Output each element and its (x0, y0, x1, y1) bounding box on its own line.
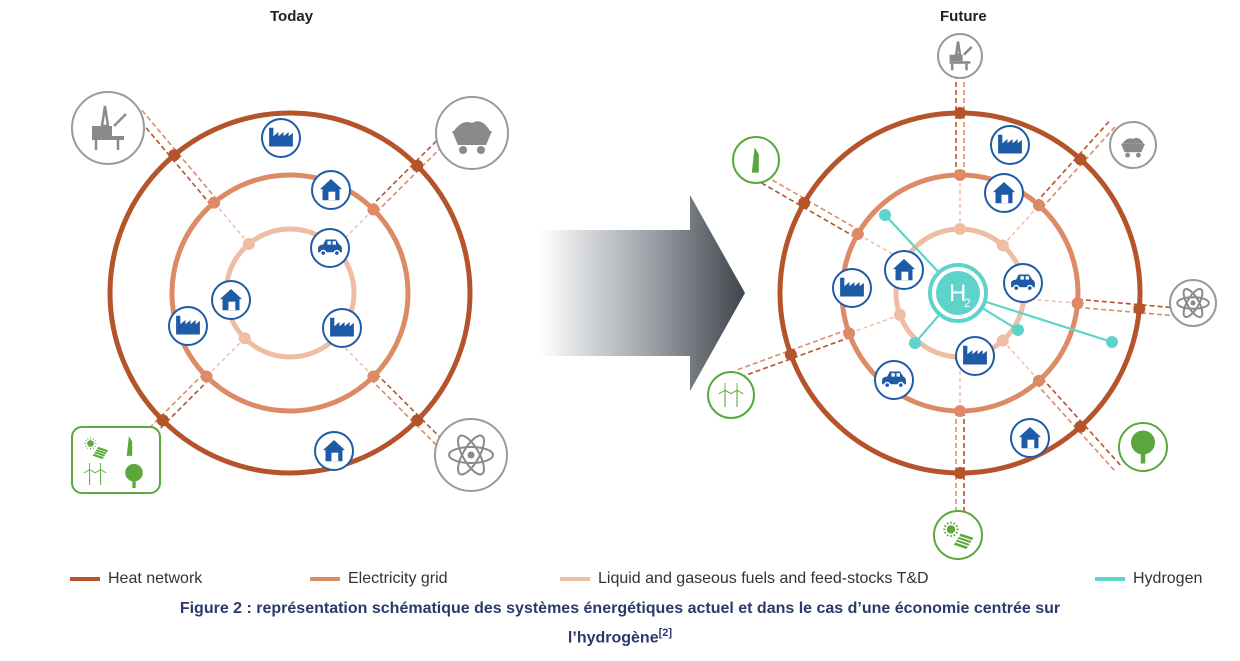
car-icon (310, 228, 350, 268)
house-icon (884, 250, 924, 290)
fuels-node (893, 308, 906, 321)
legend-label-heat: Heat network (108, 570, 203, 587)
energy-systems-diagram: H2 (71, 33, 1217, 560)
fuels-node (238, 332, 251, 345)
tree-icon (1118, 422, 1168, 472)
legend-label-hydrogen: Hydrogen (1133, 570, 1203, 587)
heat-node (784, 348, 797, 361)
legend-item-heat-network: Heat network (70, 570, 202, 588)
electricity-node (367, 370, 380, 383)
heat-node (168, 149, 181, 162)
car-icon (874, 360, 914, 400)
electricity-node (954, 169, 966, 181)
wind-turbine-icon (707, 371, 755, 419)
transition-arrow (540, 195, 745, 391)
supply-link-fuels (848, 314, 901, 335)
hydrogen-node (909, 337, 921, 349)
legend-item-hydrogen: Hydrogen (1095, 570, 1202, 588)
electricity-grid-ring (169, 172, 411, 414)
electricity-node (954, 405, 966, 417)
supply-link-heat (1077, 298, 1192, 311)
hydrogen-node (879, 209, 891, 221)
legend-label-electricity: Electricity grid (348, 570, 448, 587)
supply-link-fuels (206, 337, 246, 377)
house-icon (314, 431, 354, 471)
figure-caption-term: l’hydrogène (567, 629, 659, 647)
renewables-icon (71, 426, 161, 494)
factory-icon (168, 306, 208, 346)
figure-caption-line2: l’hydrogène[2] (0, 622, 1240, 649)
hydrogen-node (1012, 324, 1024, 336)
supply-link-fuels (1002, 204, 1040, 246)
legend-swatch-hydrogen (1095, 577, 1125, 581)
electricity-node (1032, 199, 1045, 212)
legend-swatch-electricity (310, 577, 340, 581)
heat-node (954, 467, 966, 479)
factory-icon (955, 336, 995, 376)
heat-node (411, 414, 424, 427)
fuels-node (996, 239, 1009, 252)
heat-network-ring (107, 110, 473, 476)
fuels-node (242, 237, 255, 250)
factory-icon (832, 268, 872, 308)
heat-node (798, 197, 811, 209)
car-icon (1003, 263, 1043, 303)
title-today: Today (270, 8, 314, 25)
hydrogen-subscript: 2 (964, 296, 971, 310)
electricity-node (843, 327, 856, 340)
oil-rig-icon (937, 33, 983, 79)
heat-node (1074, 153, 1087, 166)
heat-node (1074, 420, 1087, 433)
fuels-node (996, 334, 1009, 347)
supply-link-heat (1035, 118, 1112, 204)
legend-item-fuels: Liquid and gaseous fuels and feed-stocks… (560, 570, 929, 588)
heat-node (954, 107, 966, 119)
house-icon (211, 280, 251, 320)
legend-label-fuels: Liquid and gaseous fuels and feed-stocks… (598, 570, 929, 587)
coal-cart-icon (1109, 121, 1157, 169)
supply-link-electricity (1077, 306, 1191, 319)
house-icon (311, 170, 351, 210)
supply-link-fuels (213, 202, 250, 245)
hydrogen-icon: H2 (928, 263, 988, 323)
fuels-node (954, 223, 966, 235)
solar-panel-icon (933, 510, 983, 560)
legend-swatch-fuels (560, 577, 590, 581)
figure-caption-reference: [2] (658, 627, 673, 639)
factory-icon (261, 118, 301, 158)
house-icon (1010, 418, 1050, 458)
hydrogen-node (1106, 336, 1118, 348)
electricity-node (851, 228, 864, 240)
heat-node (411, 159, 424, 172)
hydrogen-symbol: H (949, 280, 966, 307)
supply-link-fuels (1002, 340, 1040, 382)
factory-icon (990, 125, 1030, 165)
legend-swatch-heat (70, 577, 100, 581)
nuclear-icon (434, 418, 508, 492)
supply-link-electricity (1041, 124, 1118, 209)
figure-caption-line1: Figure 2 : représentation schématique de… (179, 600, 1061, 617)
oil-rig-icon (71, 91, 145, 165)
electricity-node (367, 203, 380, 216)
factory-icon (322, 308, 362, 348)
electricity-node (1032, 374, 1045, 387)
legend-item-electricity-grid: Electricity grid (310, 570, 448, 588)
coal-cart-icon (435, 96, 509, 170)
nuclear-icon (1169, 279, 1217, 327)
heat-node (1133, 302, 1146, 315)
electricity-node (200, 370, 213, 383)
heat-node (156, 414, 169, 427)
title-future: Future (940, 8, 987, 25)
legend: Heat network Electricity grid Liquid and… (0, 568, 1240, 592)
electricity-node (1071, 297, 1084, 310)
house-icon (984, 173, 1024, 213)
biomass-icon (732, 136, 780, 184)
electricity-node (208, 196, 221, 209)
